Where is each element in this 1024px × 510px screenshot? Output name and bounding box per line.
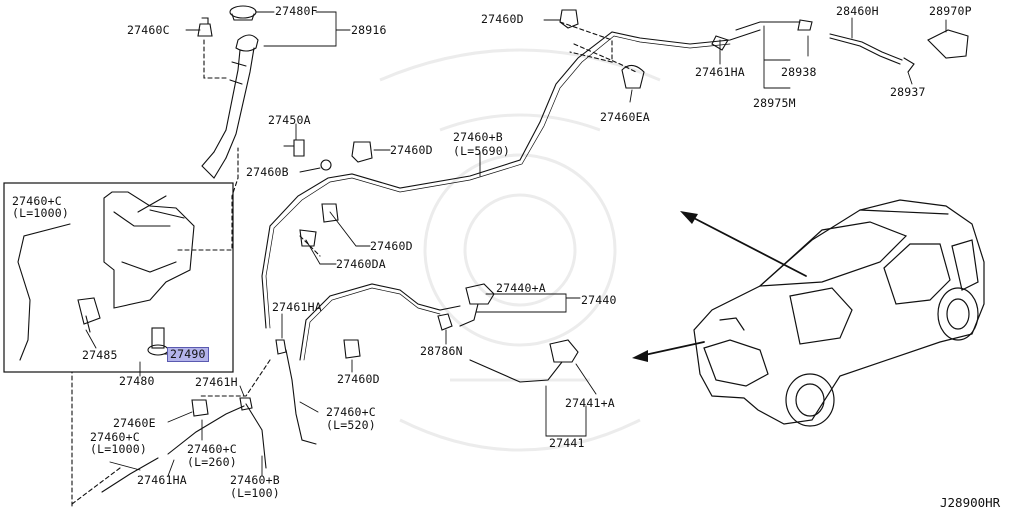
filler-neck-part	[201, 34, 259, 179]
label-27460b: 27460B	[246, 165, 289, 179]
label-length-260: (L=260)	[187, 455, 237, 469]
hose-27460b-long	[261, 29, 761, 329]
watermark-emblem	[379, 48, 661, 452]
label-27480f: 27480F	[275, 4, 318, 18]
label-27480: 27480	[119, 374, 155, 388]
location-arrows	[639, 213, 807, 357]
label-27460d-low: 27460D	[337, 372, 380, 386]
hose-27460c-520	[285, 349, 317, 445]
bolt-27450a	[283, 139, 305, 157]
label-28786n: 28786N	[420, 344, 463, 358]
label-27460da: 27460DA	[336, 257, 386, 271]
label-27461ha-low: 27461HA	[137, 473, 187, 487]
label-27460b-mid: 27460+B	[453, 130, 503, 144]
label-27460d-b: 27460D	[370, 239, 413, 253]
rear-hose-assembly	[711, 19, 969, 73]
label-27460d-mid: 27460D	[390, 143, 433, 157]
label-27460c-top: 27460C	[127, 23, 170, 37]
label-27450a: 27450A	[268, 113, 311, 127]
cap-part	[229, 5, 257, 21]
pump-part	[147, 327, 169, 356]
joint-27461ha-mid	[275, 339, 287, 355]
hose-27460c-front	[299, 283, 461, 361]
label-27440: 27440	[581, 293, 617, 307]
diagram-reference-code: J28900HR	[940, 495, 1001, 510]
joint-28786n	[437, 313, 453, 331]
label-length-1000-low: (L=1000)	[90, 442, 147, 456]
clip-27460c	[197, 17, 213, 37]
label-27460c-260: 27460+C	[187, 442, 237, 456]
label-length-1000-box: (L=1000)	[12, 206, 69, 220]
label-28975m: 28975M	[753, 96, 796, 110]
joint-27461h	[239, 397, 253, 411]
label-27441: 27441	[549, 436, 585, 450]
clip-27460ea	[621, 64, 645, 89]
vehicle-illustration	[693, 199, 985, 427]
label-length-100: (L=100)	[230, 486, 280, 500]
label-27461h: 27461H	[195, 375, 238, 389]
hose-27460c-1000	[101, 457, 159, 493]
label-27461ha-top: 27461HA	[695, 65, 745, 79]
label-27440a: 27440+A	[496, 281, 546, 295]
label-length-5690: (L=5690)	[453, 144, 510, 158]
label-27460d-top: 27460D	[481, 12, 524, 26]
label-27461ha-mid: 27461HA	[272, 300, 322, 314]
clip-27460d-mid	[351, 141, 373, 163]
label-27485: 27485	[82, 348, 118, 362]
clip-27460da	[299, 229, 317, 247]
clip-27460d-b	[321, 203, 339, 223]
clip-27460e	[191, 399, 209, 417]
label-length-520: (L=520)	[326, 418, 376, 432]
hose-27460b-100	[245, 403, 267, 469]
label-27490-highlighted[interactable]: 27490	[167, 347, 209, 362]
reservoir-group-frame	[3, 182, 234, 373]
label-28970p: 28970P	[929, 4, 972, 18]
reservoir-tank-part	[103, 191, 195, 309]
label-28937: 28937	[890, 85, 926, 99]
label-27460c-mid: 27460+C	[326, 405, 376, 419]
grommet-27460b	[320, 159, 332, 171]
connector-27485	[77, 297, 101, 333]
leader-lines	[85, 11, 947, 477]
label-28938: 28938	[781, 65, 817, 79]
label-27460c-box: 27460+C	[12, 194, 62, 208]
hose-27460c-box	[17, 223, 71, 361]
label-27460ea: 27460EA	[600, 110, 650, 124]
clip-27460d-low	[343, 339, 361, 359]
label-27441a: 27441+A	[565, 396, 615, 410]
hose-27460c-260	[167, 405, 245, 455]
label-27460c-low: 27460+C	[90, 430, 140, 444]
nozzle-27441	[469, 339, 579, 383]
label-27460b-low: 27460+B	[230, 473, 280, 487]
label-28916: 28916	[351, 23, 387, 37]
nozzle-27440	[459, 283, 495, 327]
label-28460h: 28460H	[836, 4, 879, 18]
label-27460e: 27460E	[113, 416, 156, 430]
